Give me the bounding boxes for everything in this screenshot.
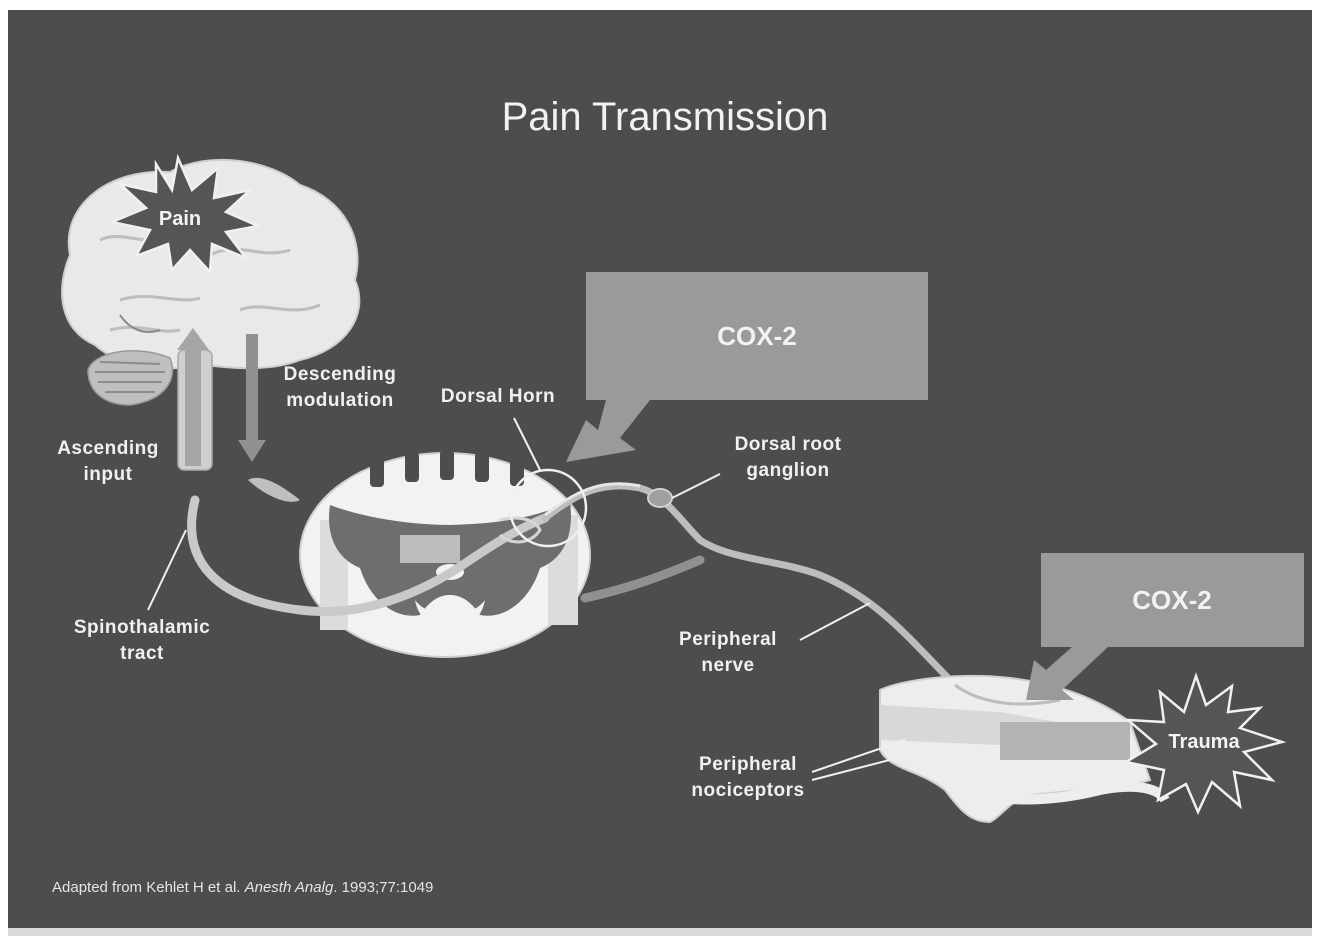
- drg-pointer: [672, 474, 720, 498]
- drg-label-line2: ganglion: [746, 460, 829, 481]
- spinothalamic-pointer: [148, 530, 186, 610]
- ascending-label-line2: input: [84, 464, 133, 485]
- peripheral-nerve-label-line2: nerve: [701, 655, 754, 676]
- cox2-bottom-callout: COX-2: [1026, 553, 1304, 700]
- descending-label-line2: modulation: [286, 390, 393, 411]
- cox2-bottom-label: COX-2: [1132, 585, 1211, 615]
- peripheral-nerve-label-line1: Peripheral: [679, 629, 777, 650]
- ascending-input-label: Ascending input: [57, 438, 159, 485]
- spinal-cord-cross-section: [248, 450, 590, 657]
- spinothalamic-label-line1: Spinothalamic: [74, 617, 210, 638]
- descending-label-line1: Descending: [284, 364, 397, 385]
- nociceptors-label-line2: nociceptors: [691, 780, 804, 801]
- pain-label: Pain: [159, 208, 201, 230]
- nociceptors-label-line1: Peripheral: [699, 754, 797, 775]
- peripheral-nerve-label: Peripheral nerve: [679, 629, 777, 676]
- cox2-top-label: COX-2: [717, 321, 796, 351]
- ascending-label-line1: Ascending: [57, 438, 159, 459]
- peripheral-tissue: [880, 676, 1165, 822]
- dorsal-horn-label: Dorsal Horn: [441, 386, 555, 407]
- citation-suffix: . 1993;77:1049: [333, 879, 433, 896]
- dorsal-root-ganglion-label: Dorsal root ganglion: [735, 434, 842, 481]
- descending-modulation-label: Descending modulation: [284, 364, 397, 411]
- citation-prefix: Adapted from Kehlet H et al.: [52, 879, 245, 896]
- spinothalamic-tract-label: Spinothalamic tract: [74, 617, 210, 664]
- spinothalamic-label-line2: tract: [120, 643, 164, 664]
- slide-title: Pain Transmission: [502, 95, 829, 139]
- drg-label-line1: Dorsal root: [735, 434, 842, 455]
- peripheral-nerve-pointer: [800, 603, 870, 640]
- citation: Adapted from Kehlet H et al. Anesth Anal…: [52, 879, 433, 896]
- peripheral-nociceptors-label: Peripheral nociceptors: [691, 754, 804, 801]
- trauma-label: Trauma: [1168, 731, 1240, 753]
- citation-journal: Anesth Analg: [244, 879, 334, 896]
